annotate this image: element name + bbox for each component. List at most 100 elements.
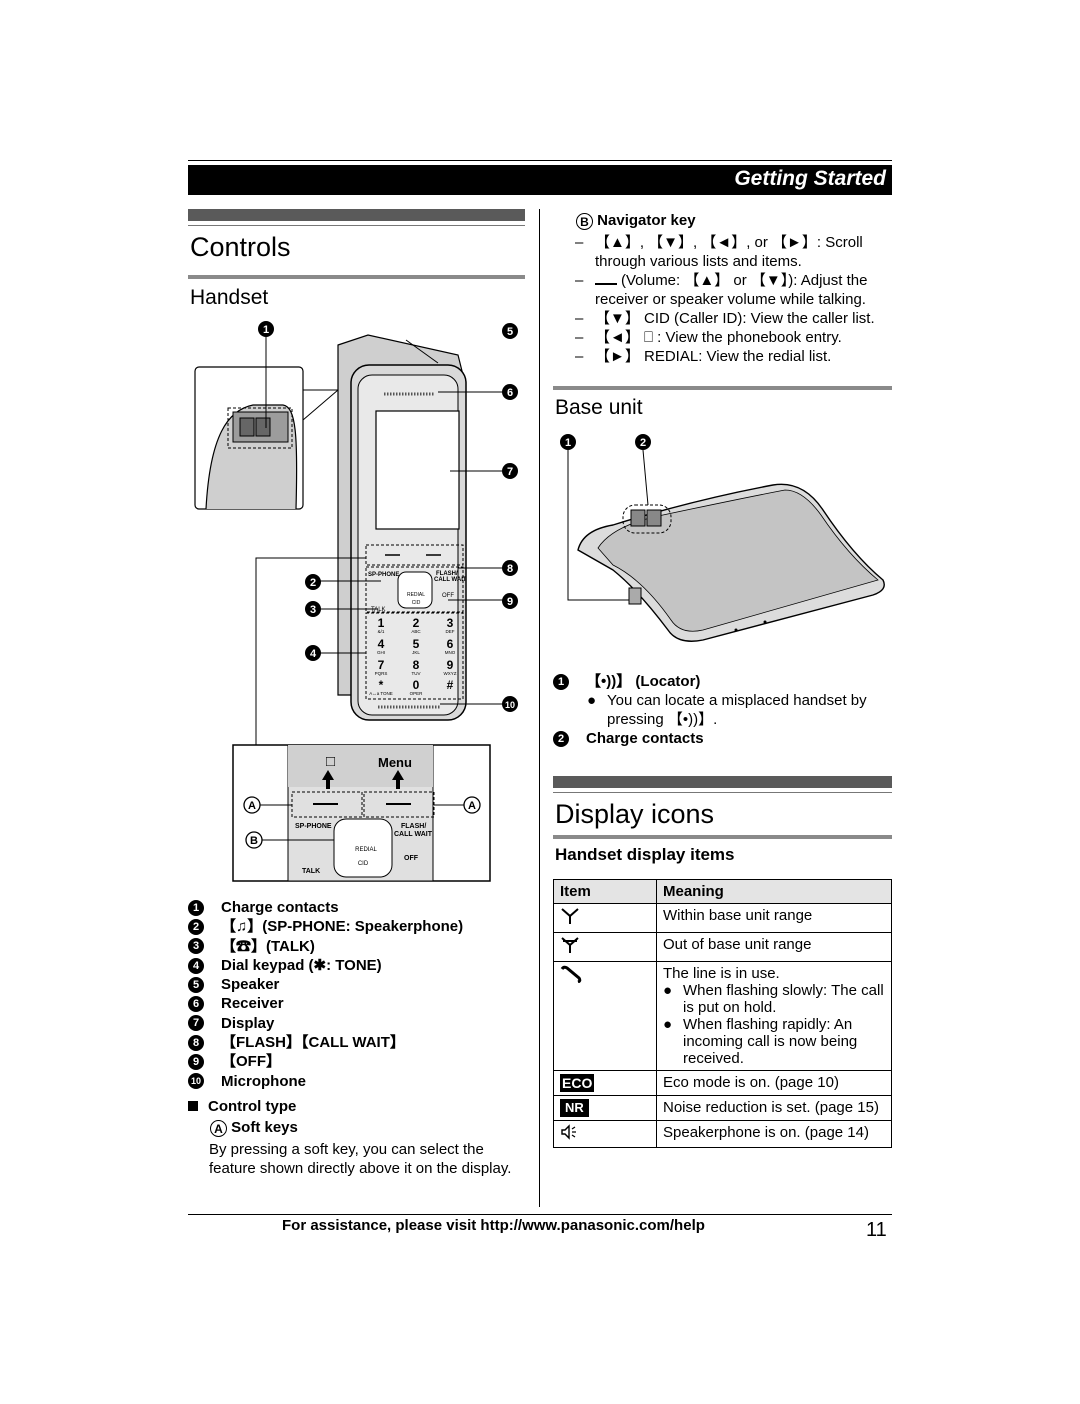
list-item: ●When flashing rapidly: An incoming call… xyxy=(663,1016,858,1067)
antenna-flashing-icon xyxy=(561,937,579,953)
table-row: NR Noise reduction is set. (page 15) xyxy=(553,1095,892,1121)
divider xyxy=(553,386,892,390)
svg-text:A: A xyxy=(468,800,476,812)
svg-text:Menu: Menu xyxy=(378,755,412,770)
column-header-item: Item xyxy=(553,879,657,904)
svg-text:0: 0 xyxy=(413,678,420,692)
svg-text:MNO: MNO xyxy=(445,650,456,655)
svg-text:REDIAL: REDIAL xyxy=(407,592,425,598)
svg-text:FLASH/: FLASH/ xyxy=(401,823,426,830)
svg-text:7: 7 xyxy=(378,658,385,672)
list-item: 3【☎】(TALK) xyxy=(188,937,463,956)
svg-text:2: 2 xyxy=(413,616,420,630)
svg-text:OFF: OFF xyxy=(404,855,419,862)
svg-text:3: 3 xyxy=(310,604,316,616)
svg-text:1: 1 xyxy=(263,324,269,336)
page-number: 11 xyxy=(866,1219,887,1241)
list-item: –(Volume: 【▲】 or 【▼】): Adjust the receiv… xyxy=(575,272,868,308)
table-header-row: Item Meaning xyxy=(553,879,892,904)
svg-text:TALK: TALK xyxy=(371,607,386,613)
callout-1: 1 xyxy=(258,321,274,337)
svg-text:2: 2 xyxy=(310,577,316,589)
svg-text:&/1: &/1 xyxy=(378,629,385,634)
handset-display-items-heading: Handset display items xyxy=(555,845,735,864)
callout-6: 6 xyxy=(502,384,518,400)
footer-rule xyxy=(188,1214,892,1215)
svg-text:OFF: OFF xyxy=(442,593,454,599)
svg-text:6: 6 xyxy=(447,637,454,651)
svg-text:CALL WAIT: CALL WAIT xyxy=(394,831,433,838)
table-row: Within base unit range xyxy=(553,903,892,933)
speakerphone-icon xyxy=(561,1124,576,1140)
table-row: Out of base unit range xyxy=(553,932,892,962)
svg-text:3: 3 xyxy=(447,616,454,630)
list-item: –【◄】 ⎕ : View the phonebook entry. xyxy=(575,329,842,346)
handset-diagram: 1 SP-PHONE FLASH/ CALL WAIT REDIAL CID T… xyxy=(194,321,518,882)
soft-key-label-a-right: A xyxy=(463,796,481,814)
list-item: –【►】 REDIAL: View the redial list. xyxy=(575,348,832,365)
svg-text:CID: CID xyxy=(358,861,369,867)
table-row: ECO Eco mode is on. (page 10) xyxy=(553,1070,892,1096)
base-unit-diagram: 1 2 xyxy=(560,434,885,642)
svg-text:*: * xyxy=(379,678,384,692)
display-screen xyxy=(375,410,460,530)
svg-text:A: A xyxy=(248,800,256,812)
list-item: ●When flashing slowly: The call is put o… xyxy=(663,982,884,1016)
svg-text:REDIAL: REDIAL xyxy=(355,847,377,853)
navigator-list: –【▲】, 【▼】, 【◄】, or 【►】: Scroll through v… xyxy=(575,233,893,366)
callout-3: 3 xyxy=(305,601,321,617)
control-type-heading: Control type xyxy=(188,1097,296,1116)
divider xyxy=(553,835,892,839)
svg-text:9: 9 xyxy=(507,596,513,608)
list-item: –【▼】 CID (Caller ID): View the caller li… xyxy=(575,310,875,327)
volume-icon xyxy=(595,283,617,285)
base-unit-heading: Base unit xyxy=(555,396,643,419)
svg-text:WXYZ: WXYZ xyxy=(444,671,457,676)
svg-text:JKL: JKL xyxy=(412,650,420,655)
phonebook-icon: □ xyxy=(326,753,335,770)
column-header-meaning: Meaning xyxy=(656,879,892,904)
svg-text:TALK: TALK xyxy=(302,868,320,875)
soft-keys-label: A Soft keys xyxy=(210,1118,298,1137)
footer-help-link[interactable]: For assistance, please visit http://www.… xyxy=(282,1217,705,1234)
svg-text:ABC: ABC xyxy=(411,629,421,634)
antenna-icon xyxy=(561,908,579,924)
svg-text:FLASH/: FLASH/ xyxy=(436,571,458,577)
svg-text:SP-PHONE: SP-PHONE xyxy=(295,823,332,830)
section-line xyxy=(188,225,525,226)
callout-4: 4 xyxy=(305,645,321,661)
callout-7: 7 xyxy=(502,463,518,479)
column-divider xyxy=(539,209,540,1207)
display-icons-table: Item Meaning Within base unit range Out … xyxy=(553,879,892,1148)
svg-text:TUV: TUV xyxy=(412,671,421,676)
header-rule xyxy=(188,160,892,161)
table-row: Speakerphone is on. (page 14) xyxy=(553,1120,892,1148)
callout-9: 9 xyxy=(502,593,518,609)
display-icons-title: Display icons xyxy=(555,799,715,829)
base-unit-list: 1【•))】 (Locator) ●You can locate a mispl… xyxy=(553,672,893,748)
svg-text:5: 5 xyxy=(413,637,420,651)
svg-text:4: 4 xyxy=(378,637,385,651)
svg-text:1: 1 xyxy=(378,616,385,630)
svg-text:5: 5 xyxy=(507,326,513,338)
svg-text:4: 4 xyxy=(310,648,317,660)
list-item: 2【♫】(SP-PHONE: Speakerphone) xyxy=(188,917,463,936)
table-row: The line is in use. ●When flashing slowl… xyxy=(553,961,892,1071)
section-line xyxy=(553,792,892,793)
svg-text:7: 7 xyxy=(507,466,513,478)
controls-title: Controls xyxy=(190,232,291,262)
svg-text:2: 2 xyxy=(640,437,646,449)
navigator-heading: B Navigator key xyxy=(576,211,696,230)
handset-icon xyxy=(560,965,582,984)
svg-text:A↔a TONE: A↔a TONE xyxy=(369,691,393,696)
callout-5: 5 xyxy=(502,323,518,339)
svg-text:1: 1 xyxy=(565,437,571,449)
header-bar: Getting Started xyxy=(188,165,892,195)
